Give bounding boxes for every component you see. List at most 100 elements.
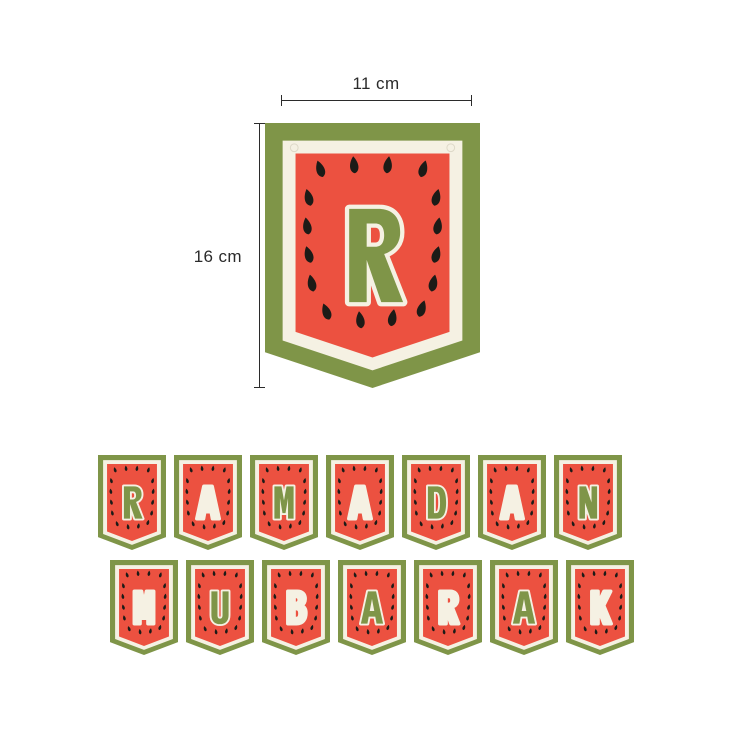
watermelon-seed xyxy=(212,570,216,576)
watermelon-seed xyxy=(278,524,282,530)
watermelon-seed xyxy=(315,604,318,610)
watermelon-seed xyxy=(378,510,381,516)
watermelon-seed xyxy=(387,309,397,327)
watermelon-seed xyxy=(222,467,226,473)
watermelon-seed xyxy=(506,524,510,530)
watermelon-seed xyxy=(226,510,229,516)
watermelon-seed xyxy=(111,510,114,516)
watermelon-seed xyxy=(290,629,294,635)
watermelon-seed xyxy=(425,593,429,600)
watermelon-seed xyxy=(314,615,317,621)
pennant-ramadan-5 xyxy=(478,455,546,550)
watermelon-seed xyxy=(427,615,430,621)
watermelon-seed xyxy=(225,628,228,634)
watermelon-seed xyxy=(355,626,359,632)
watermelon-seed xyxy=(279,626,283,632)
watermelon-seed xyxy=(428,465,432,471)
watermelon-seed xyxy=(338,477,341,484)
watermelon-seed xyxy=(303,499,306,505)
watermelon-seed xyxy=(415,510,418,516)
watermelon-seed xyxy=(516,570,520,576)
watermelon-seed xyxy=(502,582,505,589)
watermelon-seed xyxy=(339,510,342,516)
watermelon-seed xyxy=(577,593,581,600)
watermelon-seed xyxy=(302,510,305,516)
watermelon-seed xyxy=(125,572,129,578)
watermelon-seed xyxy=(426,582,429,589)
watermelon-seed xyxy=(418,160,428,178)
watermelon-seed xyxy=(391,582,394,589)
watermelon-seed xyxy=(149,628,152,634)
watermelon-seed xyxy=(614,572,618,578)
watermelon-seed xyxy=(441,523,444,529)
watermelon-seed xyxy=(569,467,573,473)
width-dimension-line xyxy=(281,95,472,106)
watermelon-seed xyxy=(187,510,190,516)
watermelon-seed xyxy=(440,570,444,576)
watermelon-seed xyxy=(566,499,569,505)
watermelon-seed xyxy=(431,626,435,632)
watermelon-seed xyxy=(202,524,206,530)
watermelon-seed xyxy=(127,626,131,632)
watermelon-seed xyxy=(304,189,314,206)
watermelon-seed xyxy=(605,628,608,634)
watermelon-seed xyxy=(350,582,353,589)
watermelon-seed xyxy=(322,303,332,320)
watermelon-seed xyxy=(307,274,317,292)
watermelon-seed xyxy=(450,467,454,473)
watermelon-seed xyxy=(413,488,417,495)
watermelon-seed xyxy=(109,488,113,495)
watermelon-seed xyxy=(265,467,269,473)
watermelon-seed xyxy=(186,477,189,484)
watermelon-seed xyxy=(289,523,292,529)
watermelon-seed xyxy=(197,593,201,600)
watermelon-seed xyxy=(582,524,586,530)
hanging-hole-left xyxy=(289,143,299,153)
watermelon-seed xyxy=(199,615,202,621)
watermelon-seed xyxy=(274,604,277,610)
hero-pennant-letter-R xyxy=(265,123,480,388)
watermelon-seed xyxy=(288,570,292,576)
watermelon-seed xyxy=(502,604,505,610)
pennant-letter-glyph xyxy=(347,484,373,521)
watermelon-seed xyxy=(619,604,622,610)
watermelon-seed xyxy=(531,477,534,484)
pennant-mubarak-3 xyxy=(338,560,406,655)
watermelon-seed xyxy=(191,521,195,527)
pennant-mubarak-1 xyxy=(186,560,254,655)
watermelon-seed xyxy=(433,217,442,235)
watermelon-seed xyxy=(185,488,189,495)
watermelon-seed xyxy=(158,624,162,631)
watermelon-seed xyxy=(122,604,125,610)
pennant-letter-glyph xyxy=(590,589,613,626)
watermelon-seed xyxy=(123,615,126,621)
watermelon-seed xyxy=(614,624,618,631)
watermelon-seed xyxy=(531,488,535,495)
watermelon-seed xyxy=(543,593,547,600)
watermelon-seed xyxy=(263,510,266,516)
watermelon-seed xyxy=(239,604,242,610)
watermelon-seed xyxy=(150,510,153,516)
watermelon-seed xyxy=(455,499,458,505)
pennant-mubarak-4 xyxy=(414,560,482,655)
pennant-letter-glyph xyxy=(209,589,231,627)
watermelon-seed xyxy=(591,465,595,471)
watermelon-seed xyxy=(186,499,189,505)
watermelon-seed xyxy=(262,477,265,484)
pennant-letter-glyph xyxy=(577,484,599,521)
watermelon-seed xyxy=(146,519,150,526)
watermelon-seed xyxy=(542,615,545,621)
watermelon-seed xyxy=(567,510,570,516)
watermelon-seed xyxy=(238,615,241,621)
watermelon-seed xyxy=(223,570,227,576)
watermelon-seed xyxy=(315,582,318,589)
pennant-letter-glyph xyxy=(438,589,461,626)
watermelon-seed xyxy=(581,572,585,578)
watermelon-seed xyxy=(162,615,165,621)
watermelon-seed xyxy=(151,499,154,505)
watermelon-seed xyxy=(349,593,353,600)
pennant-red-field xyxy=(195,569,245,646)
watermelon-seed xyxy=(515,465,519,471)
watermelon-seed xyxy=(203,626,207,632)
watermelon-seed xyxy=(526,519,530,526)
